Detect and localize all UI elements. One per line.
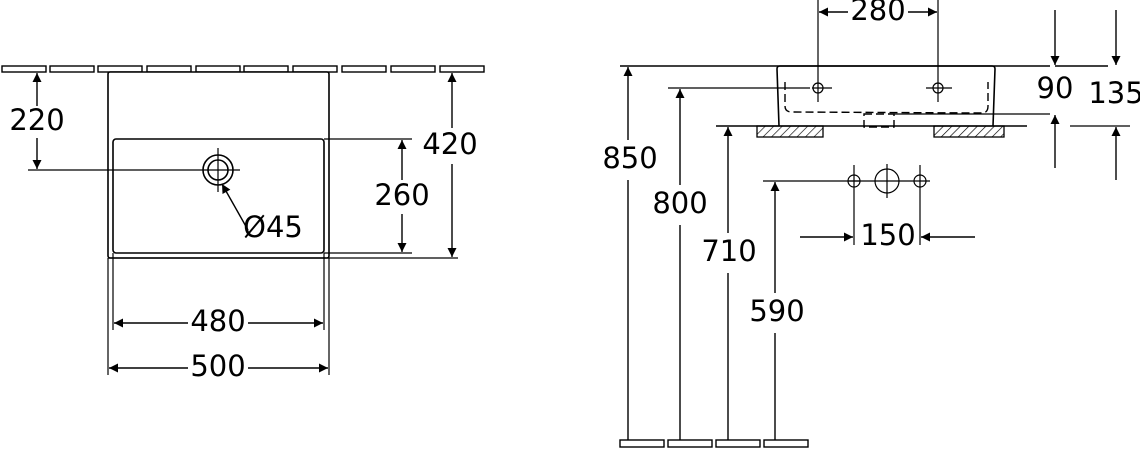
dim-260: 260 [374, 178, 429, 212]
basin-profile [776, 65, 996, 127]
wall-tiles [1, 65, 485, 73]
drain-icon [202, 148, 234, 192]
dim-135: 135 [1088, 76, 1140, 110]
side-view: 280 90 135 150 850 800 710 590 [602, 0, 1140, 448]
dim-150: 150 [860, 218, 915, 252]
dim-850: 850 [602, 141, 657, 175]
dim-800: 800 [652, 186, 707, 220]
bowl-inner-dashed [784, 82, 989, 114]
dim-500: 500 [190, 349, 245, 383]
floor-tiles [619, 439, 809, 448]
dim-220: 220 [9, 103, 64, 137]
dim-710: 710 [701, 234, 756, 268]
dim-480: 480 [190, 304, 245, 338]
bowl-outline [112, 138, 325, 254]
support-right [933, 125, 1005, 138]
tap-hole-right-icon [926, 82, 952, 94]
dim-280: 280 [850, 0, 905, 27]
drain-diameter-label: Ø45 [243, 210, 303, 244]
dim-420: 420 [422, 127, 477, 161]
top-view: Ø45 220 260 420 480 500 [1, 65, 485, 383]
dim-90: 90 [1037, 71, 1074, 105]
tap-hole-left-icon [812, 82, 832, 94]
waste-supply-icon [874, 164, 900, 198]
dim-590: 590 [749, 294, 804, 328]
support-left [756, 125, 824, 138]
waste-outlet [863, 113, 895, 128]
